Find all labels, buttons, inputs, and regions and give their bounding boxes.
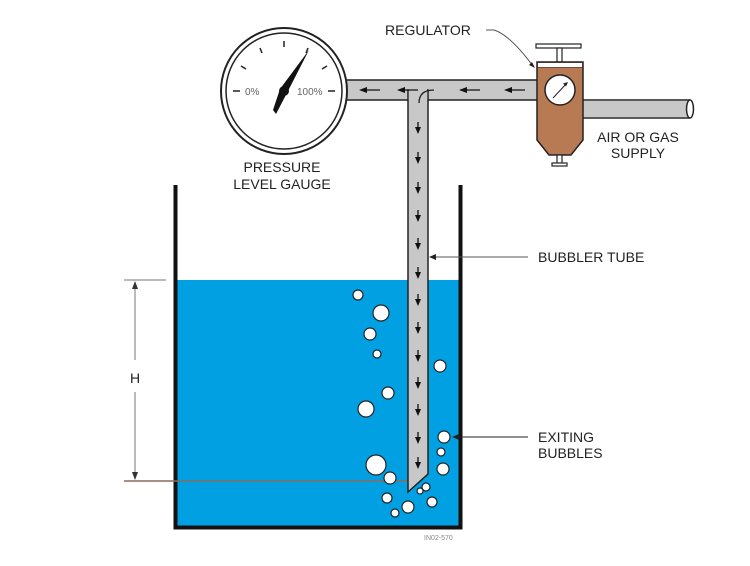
height-dimension: [124, 279, 410, 482]
bubble: [363, 327, 377, 341]
bubble: [433, 359, 447, 373]
regulator-leader: [486, 29, 534, 67]
flow-arrow-icon: [359, 87, 380, 93]
bubble: [381, 386, 395, 400]
flow-arrow-icon: [415, 152, 421, 164]
bubbler-tube-label: BUBBLER TUBE: [538, 249, 644, 265]
flow-arrow-icon: [415, 210, 421, 222]
gauge-needle: [273, 50, 309, 114]
bubble: [352, 289, 364, 301]
bubble: [390, 508, 400, 518]
regulator-label: REGULATOR: [385, 22, 471, 38]
height-label: H: [130, 370, 140, 386]
bubble: [416, 487, 424, 495]
pressure-gauge: [220, 27, 348, 155]
bubble: [426, 496, 438, 508]
flow-arrow-icon: [415, 182, 421, 194]
bubble: [383, 471, 397, 485]
flow-arrow-icon: [415, 122, 421, 134]
bubble: [365, 454, 387, 476]
flow-arrow-icon: [415, 404, 421, 416]
flow-arrow-icon: [459, 87, 480, 93]
gauge-min-label: 0%: [245, 87, 260, 98]
bubble: [436, 462, 450, 476]
gauge-max-label: 100%: [297, 87, 323, 98]
supply-label-2: SUPPLY: [611, 145, 666, 161]
bubbles: [352, 289, 451, 518]
bubble: [357, 400, 375, 418]
regulator: [535, 43, 584, 167]
bubble: [372, 349, 382, 359]
flow-arrow-icon: [415, 267, 421, 279]
flow-arrow-icon: [415, 322, 421, 334]
bubble: [437, 430, 451, 444]
supply-pipe-end: [685, 99, 695, 119]
flow-arrow-icon: [415, 432, 421, 444]
figure-id: IN02-570: [424, 535, 453, 542]
bubbles-label-2: BUBBLES: [538, 445, 603, 461]
flow-arrow-icon: [504, 87, 525, 93]
bubble: [381, 492, 393, 504]
bubble: [436, 447, 446, 457]
supply-pipe: [583, 99, 690, 119]
tank: [173, 185, 463, 530]
flow-arrow-icon: [415, 377, 421, 389]
flow-turn-arrow: [418, 89, 435, 104]
gauge-label-1: PRESSURE: [243, 159, 320, 175]
flow-arrow-icon: [415, 457, 421, 469]
supply-label-1: AIR OR GAS: [597, 129, 679, 145]
flow-arrow-icon: [415, 350, 421, 362]
flow-arrow-icon: [415, 294, 421, 306]
gauge-label-2: LEVEL GAUGE: [233, 176, 331, 192]
flow-arrow-icon: [397, 87, 418, 93]
bubbles-label-1: EXITING: [538, 429, 594, 445]
bubble: [372, 304, 390, 322]
bubble: [421, 482, 431, 492]
bubble: [401, 500, 415, 514]
flow-arrow-icon: [415, 238, 421, 250]
